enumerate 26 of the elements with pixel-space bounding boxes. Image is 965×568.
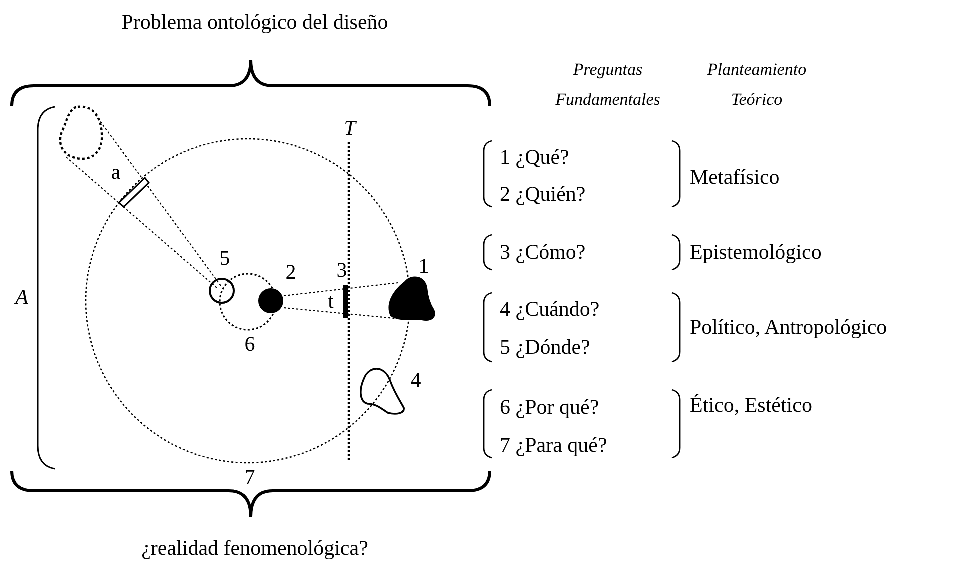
- question-text: 5 ¿Dónde?: [500, 334, 590, 360]
- callout-letter: a: [111, 160, 121, 184]
- question-text: 6 ¿Por qué?: [500, 394, 600, 420]
- callout-number: 6: [244, 332, 256, 356]
- axis-label: A: [16, 284, 28, 310]
- column-header: Planteamiento Teórico: [706, 59, 808, 111]
- callout-number: 7: [244, 464, 256, 490]
- category-text: Político, Antropológico: [690, 314, 888, 340]
- callout-number: 4: [410, 368, 422, 392]
- question-text: 3 ¿Cómo?: [500, 240, 586, 264]
- diagram-caption: ¿realidad fenomenológica?: [142, 536, 368, 560]
- question-text: 7 ¿Para qué?: [500, 432, 608, 458]
- question-text: 1 ¿Qué?: [500, 144, 570, 170]
- axis-label: T: [344, 116, 356, 140]
- column-header: Preguntas Fundamentales: [554, 59, 662, 111]
- category-text: Epistemológico: [690, 240, 822, 264]
- callout-number: 5: [220, 246, 230, 270]
- callout-number: 3: [336, 258, 348, 282]
- category-text: Ético, Estético: [690, 392, 812, 418]
- question-text: 2 ¿Quién?: [500, 182, 586, 206]
- callout-number: 2: [286, 260, 296, 284]
- diagram-title: Problema ontológico del diseño: [122, 10, 388, 34]
- category-text: Metafísico: [690, 164, 780, 190]
- question-text: 4 ¿Cuándo?: [500, 296, 600, 322]
- callout-number: 1: [418, 254, 430, 278]
- callout-letter: t: [328, 288, 334, 314]
